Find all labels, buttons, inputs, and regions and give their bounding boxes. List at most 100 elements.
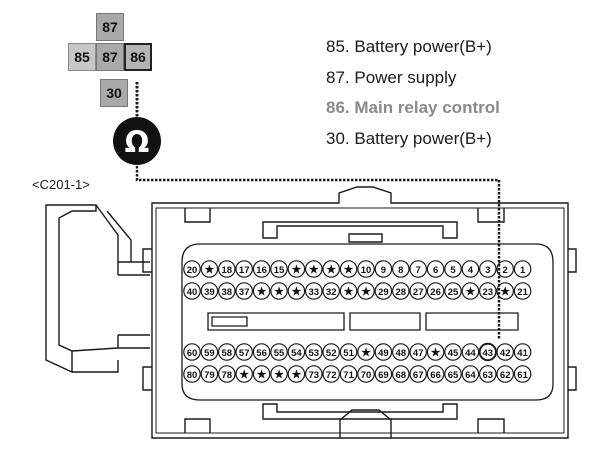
pin-label: 54 (291, 348, 302, 359)
pin-23: 23 (478, 282, 497, 300)
pin-label: 3 (485, 265, 490, 276)
pin-60: 60 (183, 343, 201, 361)
pin-label: 52 (326, 348, 337, 359)
pin-label: 41 (517, 348, 528, 359)
ohm-icon: Ω (125, 125, 150, 159)
pin-label: 40 (187, 287, 198, 298)
pin-18: 18 (218, 260, 236, 278)
pin-64: 64 (461, 365, 480, 383)
pin-label: 48 (396, 348, 407, 359)
pin-45: 45 (444, 343, 462, 361)
pin-label: 62 (500, 370, 511, 381)
pin-label: ★ (344, 286, 354, 298)
pin-3: 3 (478, 260, 497, 278)
pin-label: 29 (378, 287, 389, 298)
legend-item-30: 30. Battery power(B+) (326, 128, 492, 148)
pin-label: 63 (483, 370, 494, 381)
pin-label: 23 (483, 287, 494, 298)
pin-label: 66 (430, 370, 441, 381)
pin-9: 9 (374, 260, 393, 278)
pin-4: 4 (461, 260, 480, 278)
pin-label: 7 (416, 265, 421, 276)
pin-label: 6 (433, 265, 438, 276)
pin-unused: ★ (287, 282, 306, 300)
pin-unused: ★ (252, 365, 271, 383)
relay-terminal-label: 85 (74, 49, 90, 65)
relay-terminal-block: 87 85 87 86 30 (64, 13, 160, 123)
relay-terminal-86: 86 (124, 43, 152, 71)
pin-33: 33 (304, 282, 323, 300)
pin-label: 65 (448, 370, 459, 381)
pin-73: 73 (304, 365, 323, 383)
relay-terminal-30: 30 (100, 79, 128, 107)
pin-label: 20 (187, 265, 198, 276)
pin-label: ★ (309, 264, 319, 276)
pin-label: 10 (361, 265, 372, 276)
pin-70: 70 (357, 365, 375, 383)
pin-38: 38 (218, 282, 236, 300)
pin-67: 67 (409, 365, 427, 383)
pin-label: 1 (520, 265, 526, 276)
pin-label: 44 (465, 348, 476, 359)
pin-59: 59 (200, 343, 219, 361)
pin-61: 61 (513, 365, 532, 383)
pin-label: 26 (430, 287, 441, 298)
relay-terminal-87-top: 87 (96, 13, 124, 41)
pin-15: 15 (270, 260, 288, 278)
pin-unused: ★ (426, 343, 445, 361)
pin-label: 27 (413, 287, 424, 298)
pin-53: 53 (304, 343, 323, 361)
pin-label: ★ (257, 286, 267, 298)
pin-26: 26 (426, 282, 445, 300)
pin-label: 59 (204, 348, 215, 359)
pin-label: ★ (431, 347, 441, 359)
pin-label: 39 (204, 287, 215, 298)
pin-label: ★ (344, 264, 354, 276)
pin-71: 71 (339, 365, 358, 383)
pin-label: 78 (222, 370, 233, 381)
pin-44: 44 (461, 343, 480, 361)
pin-label: 37 (239, 287, 250, 298)
legend-item-86: 86. Main relay control (326, 98, 500, 117)
pin-label: 38 (222, 287, 233, 298)
pin-unused: ★ (461, 282, 480, 300)
pin-label: 25 (448, 287, 459, 298)
pin-52: 52 (322, 343, 340, 361)
pin-41: 41 (513, 343, 532, 361)
pin-56: 56 (252, 343, 271, 361)
pin-27: 27 (409, 282, 427, 300)
pin-label: 45 (448, 348, 459, 359)
pin-6: 6 (426, 260, 445, 278)
pin-label: 73 (309, 370, 320, 381)
legend-item-87: 87. Power supply (326, 67, 457, 87)
pin-label: 18 (222, 265, 233, 276)
pin-label: 71 (343, 370, 354, 381)
pin-78: 78 (218, 365, 236, 383)
pin-54: 54 (287, 343, 306, 361)
pin-20: 20 (183, 260, 201, 278)
legend-item-85: 85. Battery power(B+) (326, 37, 492, 56)
pin-unused: ★ (357, 282, 375, 300)
pin-label: 64 (465, 370, 476, 381)
pin-label: ★ (274, 286, 284, 298)
pin-66: 66 (426, 365, 445, 383)
pin-label: ★ (257, 369, 267, 381)
pin-69: 69 (374, 365, 393, 383)
pin-72: 72 (322, 365, 340, 383)
pin-37: 37 (235, 282, 253, 300)
pin-55: 55 (270, 343, 288, 361)
pin-8: 8 (391, 260, 410, 278)
pin-1: 1 (513, 260, 532, 278)
pin-label: 70 (361, 370, 372, 381)
pin-label: 49 (378, 348, 389, 359)
pin-32: 32 (322, 282, 340, 300)
pin-label: 4 (468, 265, 474, 276)
pin-unused: ★ (252, 282, 271, 300)
pin-label: 80 (187, 370, 198, 381)
pin-2: 2 (496, 260, 514, 278)
pin-58: 58 (218, 343, 236, 361)
pin-label: 21 (517, 287, 528, 298)
pin-label: 8 (398, 265, 403, 276)
pin-label: 5 (450, 265, 456, 276)
